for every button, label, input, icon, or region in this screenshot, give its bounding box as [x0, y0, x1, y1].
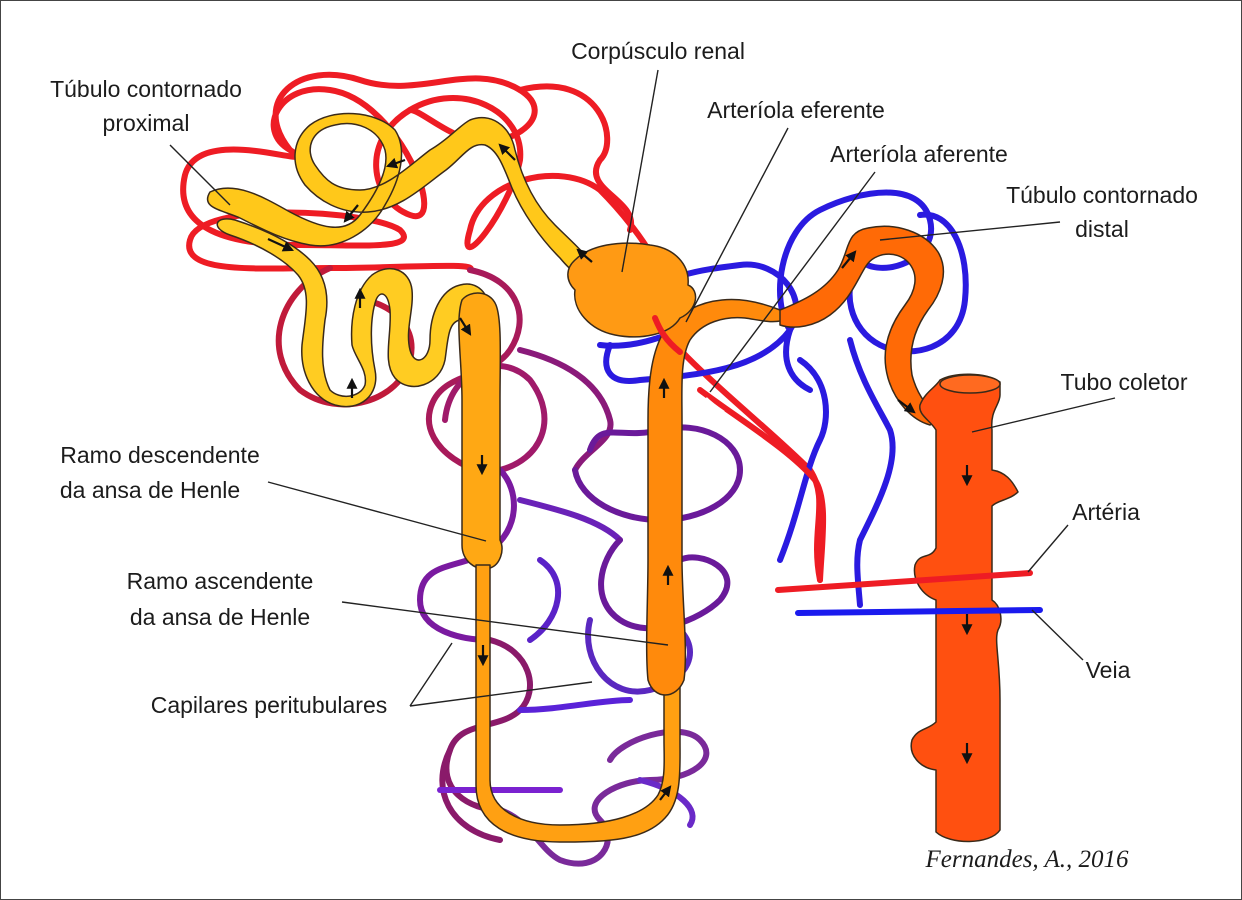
flow-arrow	[343, 204, 359, 223]
leader-line	[879, 221, 1061, 241]
leader-line	[709, 171, 876, 393]
leader-line	[341, 601, 669, 646]
flow-arrow	[841, 250, 857, 269]
efferent-arteriole-segment	[652, 315, 683, 355]
ascending-limb-thick	[645, 298, 791, 696]
flow-arrow	[659, 785, 672, 801]
label-afferent-arteriole: Arteríola aferente	[830, 141, 1008, 167]
vein-vessel	[795, 607, 1043, 616]
peritubular-capillary-network	[180, 71, 969, 867]
leader-line	[409, 681, 593, 707]
label-ascending-limb-line1: Ramo ascendente	[127, 568, 314, 594]
flow-arrow	[897, 399, 916, 414]
label-peritubular-capillaries: Capilares peritubulares	[151, 692, 388, 718]
afferent-arteriole	[697, 387, 827, 583]
label-proximal-tubule-line2: proximal	[103, 110, 190, 136]
loop-of-henle-thin	[475, 564, 681, 843]
label-renal-corpuscle: Corpúsculo renal	[571, 38, 745, 64]
collecting-duct	[910, 373, 1019, 843]
leader-lines	[169, 69, 1116, 707]
flow-arrow	[267, 238, 294, 252]
label-vein: Veia	[1086, 657, 1131, 683]
flow-arrow	[498, 143, 516, 161]
leader-line	[169, 144, 231, 206]
leader-line	[621, 69, 659, 273]
label-distal-tubule-line1: Túbulo contornado	[1006, 182, 1198, 208]
label-proximal-tubule-line1: Túbulo contornado	[50, 76, 242, 102]
label-ascending-limb-line2: da ansa de Henle	[130, 604, 310, 630]
collecting-duct-opening	[939, 374, 1001, 394]
label-artery: Artéria	[1072, 499, 1140, 525]
flow-arrows	[267, 143, 973, 801]
label-descending-limb-line1: Ramo descendente	[60, 442, 259, 468]
leader-line	[685, 127, 789, 323]
labels: Túbulo contornado proximal Corpúsculo re…	[50, 38, 1198, 873]
renal-corpuscle	[567, 242, 697, 338]
leader-line	[409, 642, 453, 707]
flow-arrow	[459, 317, 472, 336]
afferent-highlight	[705, 397, 725, 414]
leader-line	[971, 397, 1116, 433]
label-collecting-duct: Tubo coletor	[1061, 369, 1188, 395]
leader-line	[1027, 524, 1069, 573]
descending-limb-thick	[458, 292, 503, 570]
leader-line	[1031, 609, 1084, 661]
label-efferent-arteriole: Arteríola eferente	[707, 97, 885, 123]
label-descending-limb-line2: da ansa de Henle	[60, 477, 240, 503]
leader-line	[267, 481, 487, 542]
artery-vessel	[775, 570, 1033, 593]
author-credit: Fernandes, A., 2016	[925, 846, 1129, 873]
flow-arrow	[576, 248, 593, 263]
flow-arrow	[385, 157, 406, 169]
label-distal-tubule-line2: distal	[1075, 216, 1129, 242]
